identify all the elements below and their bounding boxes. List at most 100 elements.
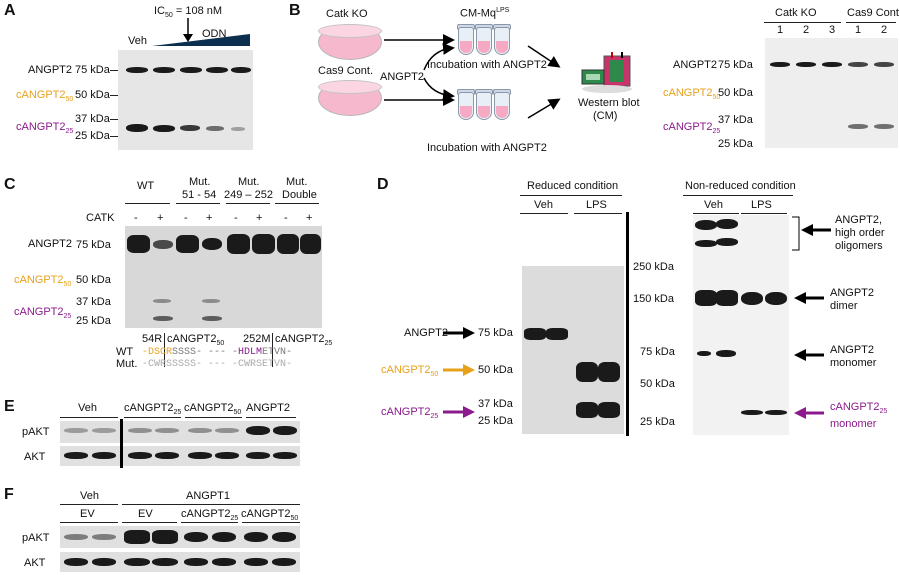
- group-label: cANGPT250: [184, 402, 242, 417]
- group-label: Mut.: [286, 176, 308, 188]
- tube-icon: [476, 27, 492, 55]
- arrow-icon: [443, 406, 475, 418]
- kda-label: 75 kDa: [75, 64, 110, 76]
- row-label: cANGPT250: [14, 274, 72, 289]
- veh-label-d2: Veh: [704, 199, 723, 211]
- tube-icon: [458, 92, 474, 120]
- group-label: Veh: [78, 402, 97, 414]
- catk-label: CATK: [86, 212, 115, 224]
- row-label: pAKT: [22, 532, 50, 544]
- panel-label-c: C: [4, 176, 16, 193]
- arrow-icon: [794, 407, 824, 419]
- group-label: Mut.: [238, 176, 260, 188]
- blot-f-akt: [60, 552, 300, 572]
- group-label: WT: [137, 180, 155, 192]
- group-label: 249 – 252: [224, 189, 273, 201]
- row-label: cANGPT250: [663, 87, 721, 102]
- row-label: ANGPT2: [404, 327, 449, 339]
- kda-label: 75 kDa: [718, 59, 753, 71]
- seq-c50: cANGPT250: [167, 333, 225, 348]
- panel-label-f: F: [4, 486, 14, 503]
- row-label: AKT: [24, 451, 46, 463]
- group-label: ANGPT2: [246, 402, 291, 414]
- angpt1-label: ANGPT1: [186, 490, 231, 502]
- row-label: cANGPT250: [381, 364, 439, 379]
- incubation-label: Incubation with ANGPT2: [427, 142, 547, 154]
- lps-label-d: LPS: [586, 199, 607, 211]
- band: [126, 124, 148, 132]
- kda-label: 50 kDa: [76, 274, 111, 286]
- row-label: cANGPT225: [663, 121, 721, 136]
- divider: [626, 212, 629, 436]
- tube-icon: [494, 27, 510, 55]
- odn-label: ODN: [202, 28, 227, 40]
- band: [180, 67, 202, 73]
- divider: [120, 419, 123, 468]
- veh-label-f: Veh: [80, 490, 99, 502]
- kda-label: 25 kDa: [75, 130, 110, 142]
- kda-label: 25 kDa: [76, 315, 111, 327]
- odn-gradient-triangle: [152, 34, 250, 46]
- kda-label: 50 kDa: [75, 89, 110, 101]
- ic50-arrow-icon: [183, 18, 193, 42]
- lane-number: 2: [881, 24, 888, 36]
- blot-header-cas9: Cas9 Cont.: [847, 7, 900, 19]
- kda-label: 75 kDa: [478, 327, 513, 339]
- group-label: EV: [80, 508, 95, 520]
- sign: -: [184, 212, 188, 224]
- band: [153, 67, 175, 73]
- sign: -: [284, 212, 288, 224]
- seq-252m: 252M: [243, 333, 271, 345]
- wt-sequence: -DSCRSSSS- --- -HDLMETVN-: [142, 347, 293, 358]
- mut-sequence: -CWRSSSSS- --- -CWRSETVN-: [142, 359, 293, 370]
- row-label: cANGPT225: [14, 306, 72, 321]
- sign: +: [157, 212, 164, 224]
- row-label: ANGPT2: [28, 64, 73, 76]
- kda-label: 37 kDa: [718, 114, 753, 126]
- western-cm-label: (CM): [593, 110, 618, 122]
- lps-label-d2: LPS: [751, 199, 772, 211]
- blot-a: [118, 50, 253, 150]
- kda-label: 50 kDa: [718, 87, 753, 99]
- row-label: ANGPT2: [28, 238, 73, 250]
- veh-label-d: Veh: [534, 199, 553, 211]
- reduced-label: Reduced condition: [527, 180, 619, 192]
- cm-mq-label: CM-MqLPS: [460, 7, 510, 20]
- arrow-icon: [801, 224, 831, 236]
- row-label: cANGPT225: [16, 121, 74, 136]
- row-label: AKT: [24, 557, 46, 569]
- row-label: pAKT: [22, 426, 50, 438]
- cas9-cont-label: Cas9 Cont.: [318, 65, 374, 77]
- blot-f-pakt: [60, 526, 300, 548]
- group-label: 51 - 54: [182, 189, 217, 201]
- band: [206, 67, 228, 73]
- panel-label-d: D: [377, 176, 389, 193]
- blot-b: [765, 38, 898, 148]
- panel-label-a: A: [4, 2, 16, 19]
- kda-label: 75 kDa: [640, 346, 675, 358]
- bracket-icon: [792, 216, 800, 251]
- panel-label-e: E: [4, 398, 15, 415]
- kda-label: 37 kDa: [76, 296, 111, 308]
- kda-label: 37 kDa: [478, 398, 513, 410]
- lane-number: 2: [803, 24, 810, 36]
- angpt2-label-b: ANGPT2: [380, 71, 425, 83]
- lane-number: 1: [855, 24, 862, 36]
- incubation-label: Incubation with ANGPT2: [427, 59, 547, 71]
- group-label: cANGPT225: [181, 508, 239, 523]
- group-label: cANGPT225: [124, 402, 182, 417]
- kda-label: 150 kDa: [633, 293, 674, 305]
- band: [126, 67, 148, 73]
- wt-seq-label: WT: [116, 346, 134, 358]
- blot-d-nonreduced: [693, 215, 789, 435]
- western-blot-label: Western blot: [578, 97, 640, 109]
- tube-icon: [476, 92, 492, 120]
- row-label: cANGPT250: [16, 89, 74, 104]
- arrow-icon: [443, 327, 475, 339]
- kda-label: 50 kDa: [478, 364, 513, 376]
- kda-label: 25 kDa: [478, 415, 513, 427]
- kda-label: 250 kDa: [633, 261, 674, 273]
- group-label: cANGPT250: [241, 508, 299, 523]
